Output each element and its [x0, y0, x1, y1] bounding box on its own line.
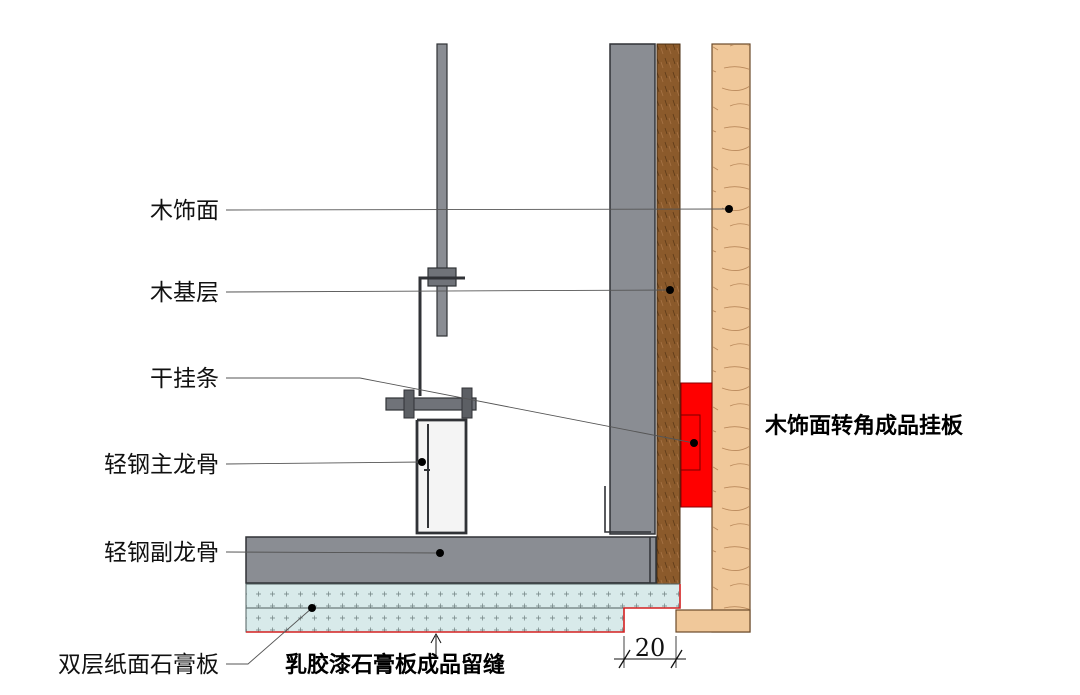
- hanger-rod: [436, 43, 448, 337]
- leader-sub-keel: [225, 551, 441, 554]
- leader-gypsum: [226, 607, 313, 665]
- dimension-tick-right: [670, 649, 683, 669]
- gypsum-board-lower: [245, 607, 625, 633]
- wood-finish-grain: [713, 45, 749, 631]
- main-keel-channel: [415, 418, 468, 535]
- label-main-keel: 轻钢主龙骨: [104, 452, 219, 478]
- hanger-bracket: [418, 276, 465, 396]
- vertical-keel-channel: [604, 486, 651, 533]
- main-keel-nut-right: [461, 387, 473, 419]
- vertical-steel-keel: [609, 43, 656, 535]
- label-wood-base: 木基层: [150, 280, 219, 306]
- hanging-strip: [680, 382, 713, 508]
- dot-gypsum: [308, 604, 316, 612]
- wood-base-layer: [656, 43, 681, 585]
- main-keel-inner-lip: [424, 424, 430, 528]
- secondary-keel-corner: [600, 537, 651, 584]
- label-sub-keel: 轻钢副龙骨: [104, 540, 219, 566]
- dot-main-keel: [418, 458, 426, 466]
- leader-hanging-strip-diag: [359, 377, 695, 444]
- dot-wood-base: [666, 286, 674, 294]
- dimension-tick-left: [618, 649, 631, 669]
- hanging-strip-profile: [681, 414, 701, 471]
- secondary-keel-body: [245, 536, 657, 584]
- dot-hanging-strip: [690, 439, 698, 447]
- reveal-arrow-head: [430, 632, 442, 644]
- label-gypsum-board: 双层纸面石膏板: [58, 652, 219, 678]
- wood-finish-return: [675, 609, 751, 633]
- gypsum-board-upper: [245, 583, 681, 609]
- label-wood-finish: 木饰面: [150, 198, 219, 224]
- label-reveal-gap: 乳胶漆石膏板成品留缝: [285, 652, 505, 678]
- leader-wood-finish: [225, 208, 730, 211]
- leader-wood-base: [225, 289, 671, 293]
- dimension-value: 20: [635, 634, 666, 662]
- label-corner-panel: 木饰面转角成品挂板: [764, 413, 964, 439]
- leader-main-keel: [225, 461, 423, 465]
- dot-wood-finish: [725, 205, 733, 213]
- dot-sub-keel: [436, 549, 444, 557]
- latex-paint-reveal-line: [246, 584, 681, 633]
- label-hanging-strip: 干挂条: [150, 366, 219, 392]
- main-keel-nut-left: [403, 389, 415, 419]
